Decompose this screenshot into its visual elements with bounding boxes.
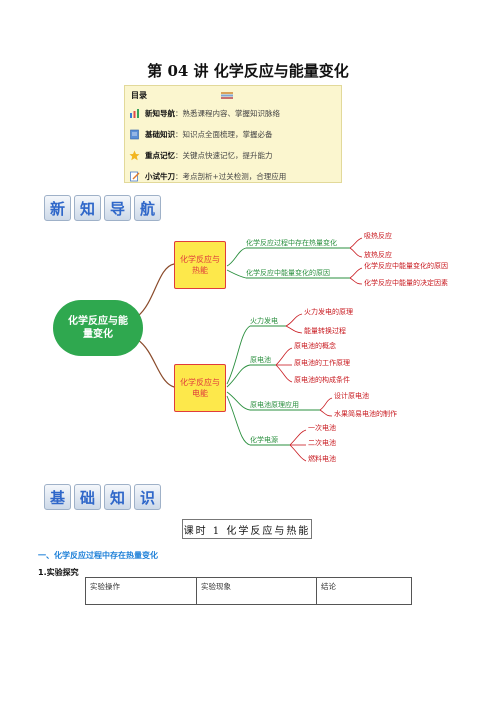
page-title: 第 04 讲 化学反应与能量变化 [147, 62, 349, 80]
topic-label: 化学电源 [250, 436, 278, 444]
leaf-label: 二次电池 [308, 439, 336, 447]
map-icon [129, 108, 140, 119]
topic-label: 原电池 [250, 356, 271, 364]
experiment-table: 实验操作 实验现象 结论 [85, 577, 412, 605]
leaf-label: 吸热反应 [364, 232, 392, 240]
leaf-label: 原电池的概念 [294, 342, 336, 350]
toc-item: 小试牛刀：考点剖析+过关检测，合理应用 [129, 169, 286, 183]
subsection-heading: 1.实验探究 [38, 568, 79, 577]
section-banner-new-knowledge: 新 知 导 航 [44, 195, 161, 221]
topic-label: 火力发电 [250, 317, 278, 325]
table-header-cell: 实验现象 [196, 577, 317, 605]
topic-label: 化学反应中能量变化的原因 [246, 269, 330, 277]
leaf-label: 一次电池 [308, 424, 336, 432]
table-header-cell: 结论 [316, 577, 412, 605]
mind-map-center-node: 化学反应与能量变化 [53, 300, 143, 356]
leaf-label: 能量转换过程 [304, 327, 346, 335]
branch-node-heat: 化学反应与热能 [174, 241, 226, 289]
toc-item: 重点记忆：关键点快速记忆，提升能力 [129, 148, 273, 162]
section-heading: 一、化学反应过程中存在热量变化 [38, 551, 158, 560]
lesson-title: 课时 1 化学反应与热能 [182, 519, 312, 539]
table-header-row: 实验操作 实验现象 结论 [85, 577, 412, 605]
book-icon [129, 129, 140, 140]
leaf-label: 原电池的构成条件 [294, 376, 350, 384]
leaf-label: 火力发电的原理 [304, 308, 353, 316]
toc-item: 新知导航：熟悉课程内容、掌握知识脉络 [129, 106, 280, 120]
leaf-label: 化学反应中能量的决定因素 [364, 279, 448, 287]
leaf-label: 放热反应 [364, 251, 392, 259]
topic-label: 化学反应过程中存在热量变化 [246, 239, 337, 247]
toc-item: 基础知识：知识点全面梳理，掌握必备 [129, 127, 273, 141]
topic-label: 原电池原理应用 [250, 401, 299, 409]
pencil-icon [129, 171, 140, 182]
mind-map: 化学反应与能量变化 化学反应与热能 化学反应与电能 化学反应过程中存在热量变化 … [50, 232, 470, 474]
leaf-label: 水果简易电池的制作 [334, 410, 397, 418]
star-icon [129, 150, 140, 161]
mind-map-connectors [137, 237, 363, 462]
table-header-cell: 实验操作 [85, 577, 197, 605]
leaf-label: 化学反应中能量变化的原因 [364, 262, 448, 270]
branch-node-electric: 化学反应与电能 [174, 364, 226, 412]
table-of-contents: 目录 新知导航：熟悉课程内容、掌握知识脉络 基础知识：知识点全面梳理，掌握必备 … [124, 85, 342, 183]
toc-heading: 目录 [131, 91, 147, 100]
leaf-label: 原电池的工作原理 [294, 359, 350, 367]
leaf-label: 设计原电池 [334, 392, 369, 400]
section-banner-basic-knowledge: 基 础 知 识 [44, 484, 161, 510]
leaf-label: 燃料电池 [308, 455, 336, 463]
books-icon [221, 92, 233, 99]
